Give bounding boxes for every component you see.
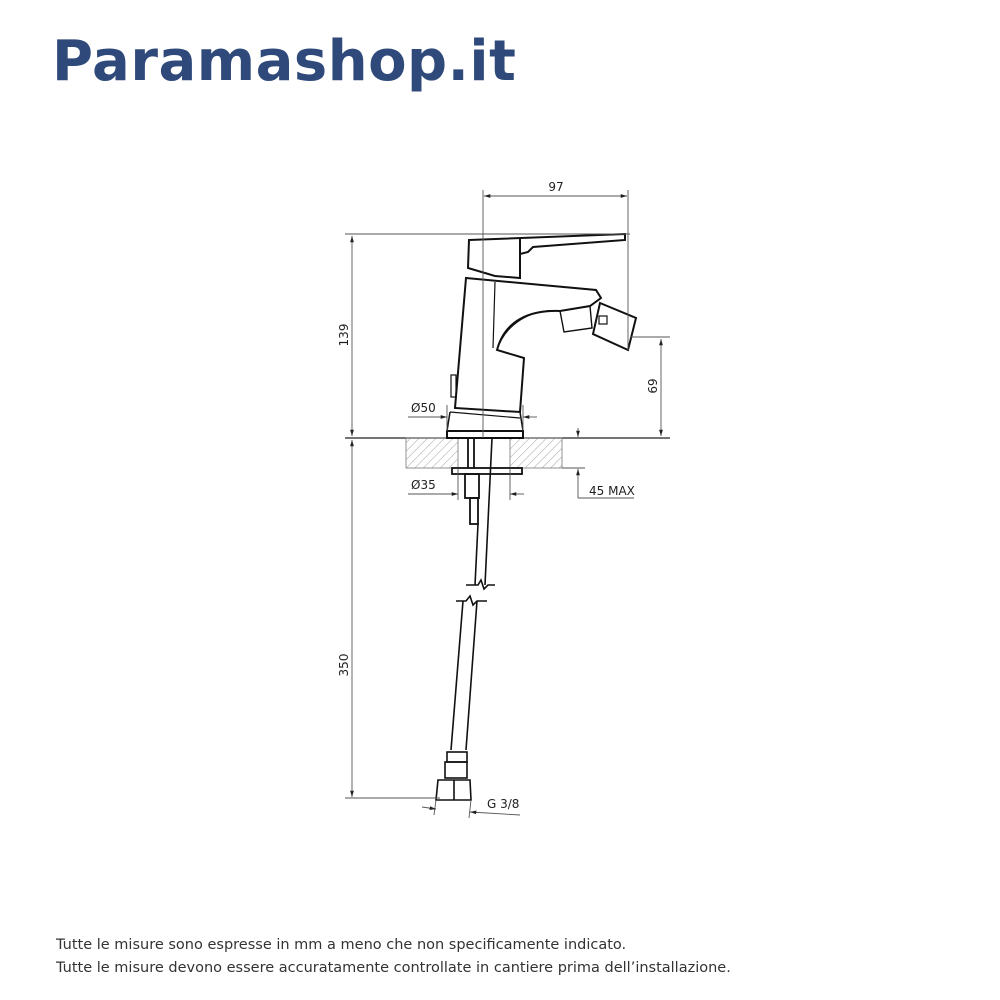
lever-handle	[466, 232, 626, 280]
mixer-body	[450, 276, 603, 414]
dim-spout-height: 69	[646, 378, 660, 393]
brand-logo: Paramashop.it	[52, 29, 517, 94]
dim-reach: 97	[548, 180, 563, 194]
dim-hose-length: 350	[337, 654, 351, 677]
dim-base-diameter: Ø50	[411, 401, 436, 415]
flexible-hose	[435, 437, 495, 801]
footnote-verify: Tutte le misure devono essere accuratame…	[56, 960, 731, 976]
deck-section-left	[405, 437, 459, 469]
dim-thread: G 3/8	[487, 797, 519, 811]
footnote-units: Tutte le misure sono espresse in mm a me…	[56, 937, 627, 953]
dimension-labels: 97 139 69 Ø50 Ø35 45 MAX 350 G 3/8	[337, 180, 660, 811]
dimension-lines	[345, 190, 670, 819]
fixing-kit	[451, 438, 523, 525]
deck-section-right	[509, 437, 563, 469]
dim-hole-diameter: Ø35	[411, 478, 436, 492]
base-flange	[446, 430, 524, 439]
dim-total-height: 139	[337, 324, 351, 347]
footnotes: Tutte le misure sono espresse in mm a me…	[56, 934, 731, 980]
dim-deck-thickness: 45 MAX	[589, 484, 635, 498]
